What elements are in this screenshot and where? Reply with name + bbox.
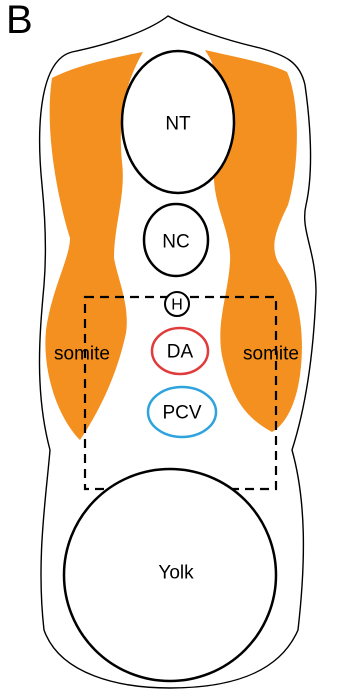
yolk-label: Yolk [158,563,194,584]
somite-left-label: somite [54,344,110,365]
hypochord-label: H [171,297,183,314]
notochord-label: NC [162,232,189,253]
dorsal-aorta-label: DA [167,342,194,363]
somite-right-label: somite [243,344,299,365]
pcv-label: PCV [162,403,201,424]
neural-tube-label: NT [165,114,191,135]
